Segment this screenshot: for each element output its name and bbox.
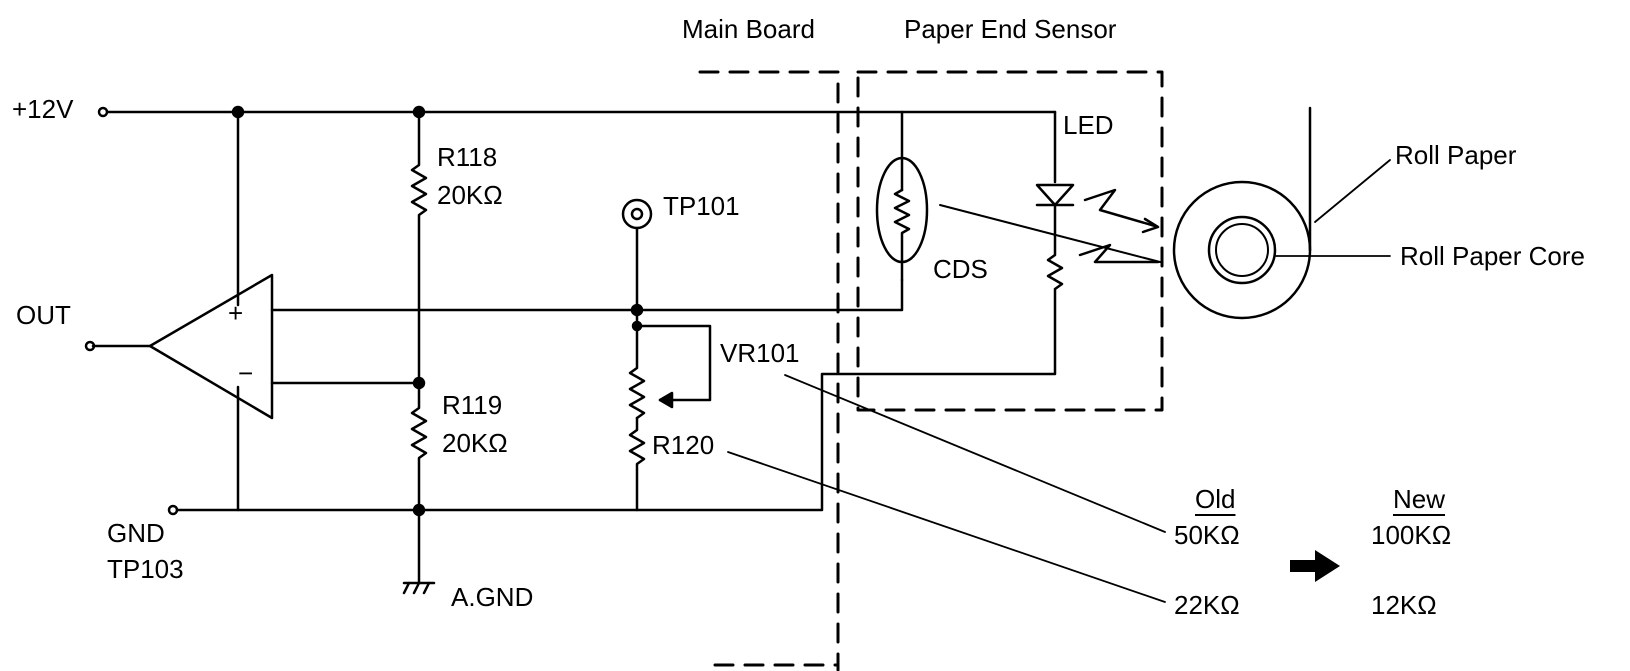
label-r118-value: 20KΩ [437, 180, 503, 210]
r120-new-value: 12KΩ [1371, 590, 1437, 620]
label-tp103: TP103 [107, 554, 184, 584]
plus-input-wire [270, 278, 904, 312]
label-led: LED [1063, 110, 1114, 140]
table-old-header: Old [1195, 484, 1236, 514]
table-new-header: New [1393, 484, 1446, 514]
r120-resistor [628, 416, 646, 512]
label-r118: R118 [437, 142, 498, 172]
label-main-board: Main Board [682, 14, 815, 44]
agnd-symbol [402, 508, 436, 595]
opamp-plus-sign: + [228, 298, 244, 328]
light-path [939, 204, 1161, 263]
label-gnd: GND [107, 518, 165, 548]
leader-lines [727, 159, 1391, 603]
label-tp101: TP101 [663, 191, 740, 221]
label-agnd: A.GND [451, 582, 534, 612]
tp101-testpoint [621, 198, 653, 312]
label-r119-value: 20KΩ [442, 428, 508, 458]
vr101-new-value: 100KΩ [1371, 520, 1452, 550]
label-r120: R120 [652, 430, 715, 460]
label-out: OUT [16, 300, 71, 330]
label-vr101: VR101 [720, 338, 800, 368]
paper-end-sensor-boundary [856, 70, 1164, 412]
r120-old-value: 22KΩ [1174, 590, 1240, 620]
ground-rail [167, 288, 1057, 517]
main-board-boundary [698, 70, 840, 671]
led-emitter [1035, 110, 1160, 291]
label-r119: R119 [442, 390, 503, 420]
roll-paper [1172, 106, 1312, 320]
cds-photoresistor [875, 110, 929, 282]
op-amp [84, 110, 274, 512]
r118-resistor [410, 110, 428, 385]
vr101-potentiometer [628, 308, 712, 420]
label-roll-paper: Roll Paper [1395, 140, 1517, 170]
label-paper-end-sensor: Paper End Sensor [904, 14, 1117, 44]
label-cds: CDS [933, 254, 988, 284]
r119-resistor [410, 381, 428, 512]
label-12v: +12V [12, 94, 74, 124]
vr101-old-value: 50KΩ [1174, 520, 1240, 550]
supply-rail [97, 105, 1057, 119]
label-roll-paper-core: Roll Paper Core [1400, 241, 1585, 271]
change-arrow-icon [1290, 550, 1340, 582]
opamp-minus-sign: − [238, 358, 254, 388]
